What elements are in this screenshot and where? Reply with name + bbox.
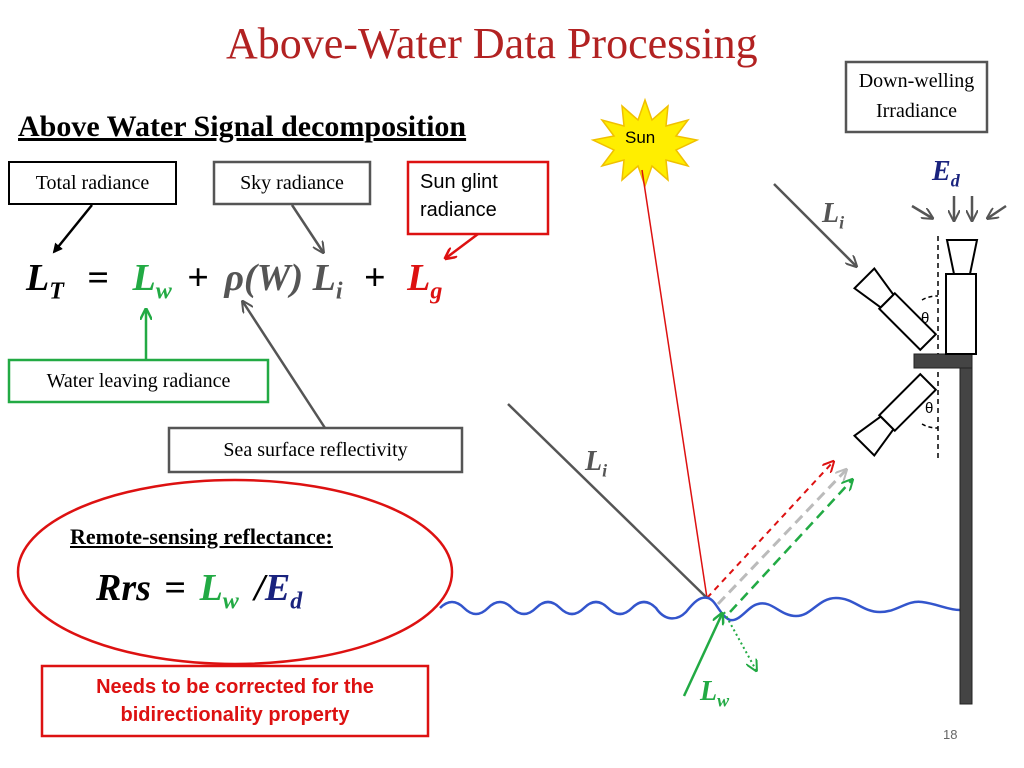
- rrs-symbol: Rrs: [96, 567, 151, 609]
- li-label-mid: Li: [585, 446, 607, 482]
- correction-note: Needs to be corrected for the bidirectio…: [42, 673, 428, 729]
- eq-lt-sub: T: [49, 278, 64, 305]
- rrs-equation: Rrs = Lw /Ed: [96, 566, 302, 616]
- page-number: 18: [943, 727, 958, 742]
- water-leaving-ray-up: [729, 480, 852, 613]
- irradiance-arrow-1: [911, 204, 932, 218]
- total-radiance-label: Total radiance: [35, 172, 150, 194]
- li-mid-main: L: [585, 446, 603, 477]
- sky-radiance-label: Sky radiance: [240, 172, 344, 194]
- downwelling-label: Down-welling Irradiance: [846, 66, 987, 126]
- ed-label: Ed: [932, 156, 960, 192]
- sky-ray-line: [507, 403, 708, 599]
- theta-arc-upper: [921, 295, 939, 301]
- sun-glint-arrow: [446, 233, 479, 258]
- ed-label-sub: d: [950, 170, 960, 191]
- eq-lt: L: [26, 257, 50, 299]
- water-surface-wave: [439, 596, 961, 622]
- sea-surface-label: Sea surface reflectivity: [223, 439, 408, 461]
- downwelling-box: [844, 60, 989, 134]
- water-leaving-underwater-arrow: [682, 614, 722, 697]
- sky-ray-to-sensor: [773, 183, 856, 266]
- main-equation: LT = Lw + ρ(W) Li + Lg: [26, 256, 442, 306]
- eq-lg: L: [407, 257, 431, 299]
- rrs-equals: =: [164, 567, 187, 609]
- note-line-1: Needs to be corrected for the: [96, 676, 374, 698]
- slide-title: Above-Water Data Processing: [226, 19, 758, 68]
- reflected-sky-ray: [716, 470, 846, 606]
- rrs-ed-sub: d: [290, 588, 303, 615]
- li-top-sub: i: [839, 212, 845, 233]
- sun-glint-label: Sun glint radiance: [420, 168, 540, 224]
- downwelling-line-1: Down-welling: [858, 70, 975, 92]
- theta-arc-lower: [921, 423, 939, 429]
- li-top-main: L: [822, 198, 840, 229]
- sea-surface-arrow: [243, 302, 327, 429]
- note-box: [40, 664, 430, 738]
- li-label-top: Li: [822, 198, 844, 234]
- eq-equals: =: [87, 257, 110, 299]
- irradiance-sensor-head: [945, 239, 979, 275]
- total-radiance-arrow: [52, 204, 93, 254]
- rrs-lw: L: [199, 567, 223, 609]
- rrs-ed: E: [264, 567, 291, 609]
- sky-radiance-arrow: [290, 204, 323, 252]
- eq-plus-2: +: [364, 257, 386, 299]
- eq-lw: L: [132, 257, 156, 299]
- lw-label: Lw: [700, 676, 729, 712]
- sun-ray-line: [641, 169, 708, 599]
- irradiance-sensor-body: [945, 273, 977, 355]
- mast-pole: [959, 363, 973, 705]
- water-radiance-sensor: [852, 372, 938, 458]
- irradiance-arrow-4: [988, 204, 1007, 218]
- transmitted-ray: [723, 611, 756, 670]
- sun-glint-line-1: Sun glint: [420, 171, 498, 193]
- sun-glint-line-2: radiance: [420, 199, 497, 221]
- note-line-2: bidirectionality property: [120, 704, 350, 726]
- mast-platform: [913, 353, 973, 369]
- sky-radiance-box: [212, 160, 372, 206]
- rrs-heading: Remote-sensing reflectance:: [70, 524, 333, 549]
- sun-label: Sun: [625, 128, 656, 147]
- theta-label-lower: θ: [925, 400, 934, 417]
- eq-rho-sub: i: [335, 278, 343, 305]
- reflected-glint-ray: [706, 462, 833, 599]
- rrs-ellipse: [16, 478, 454, 666]
- downwelling-line-2: Irradiance: [875, 100, 958, 122]
- ed-label-main: E: [932, 156, 951, 187]
- lw-label-main: L: [700, 676, 718, 707]
- rrs-slash: /: [254, 567, 265, 609]
- rrs-lw-sub: w: [222, 588, 239, 615]
- eq-lw-sub: w: [155, 278, 172, 305]
- total-radiance-box: [8, 161, 177, 205]
- sea-surface-box: [167, 426, 464, 474]
- lw-label-sub: w: [717, 690, 730, 711]
- theta-label-upper: θ: [921, 310, 930, 327]
- sky-radiance-sensor: [852, 266, 938, 352]
- li-mid-sub: i: [602, 460, 608, 481]
- eq-lg-sub: g: [430, 278, 443, 305]
- eq-plus-1: +: [187, 257, 209, 299]
- water-leaving-box: [7, 358, 270, 404]
- section-heading: Above Water Signal decomposition: [18, 110, 467, 143]
- water-leaving-label: Water leaving radiance: [46, 370, 231, 392]
- eq-rho: ρ(W) L: [224, 257, 336, 299]
- sun-glint-box: [406, 160, 550, 236]
